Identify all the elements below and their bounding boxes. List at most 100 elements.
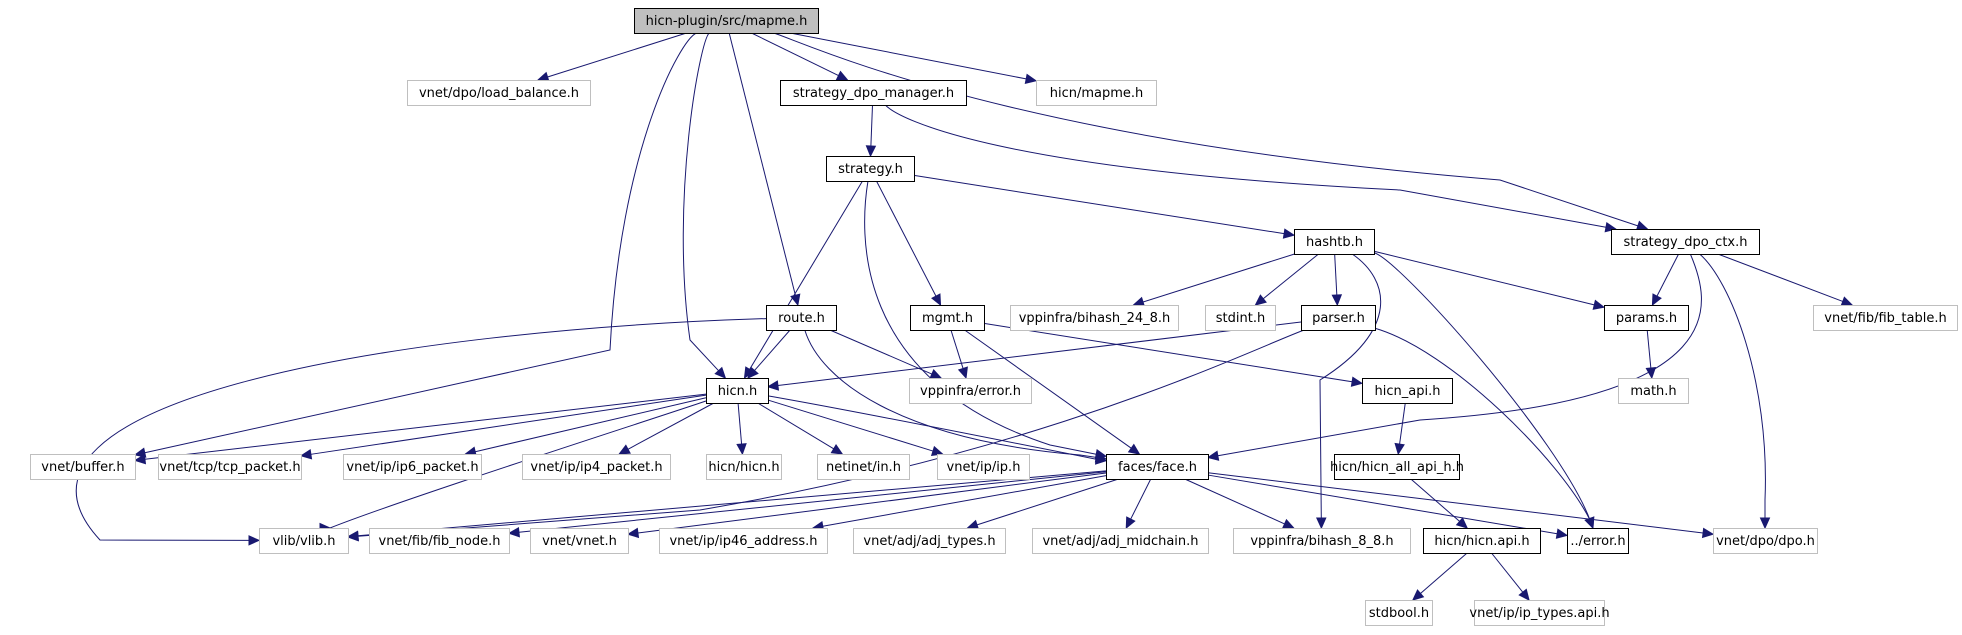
arrowhead-icon <box>1759 517 1771 530</box>
node-label: vppinfra/bihash_24_8.h <box>1019 311 1171 326</box>
graph-node-vpperror: vppinfra/error.h <box>909 378 1032 404</box>
edge-mgmt-to-hicn-api <box>983 322 1364 387</box>
edge-strategy-to-hicn <box>743 180 863 380</box>
edge-line <box>1373 250 1595 306</box>
node-label: vnet/fib/fib_node.h <box>379 534 501 549</box>
graph-node-ip: vnet/ip/ip.h <box>937 454 1030 480</box>
edge-line <box>1656 253 1680 297</box>
node-box <box>817 454 910 480</box>
edge-mapme-to-hicn-mapme <box>790 32 1038 84</box>
node-box <box>530 528 629 554</box>
node-label: vnet/tcp/tcp_packet.h <box>159 460 300 475</box>
arrowhead-icon <box>1316 517 1327 530</box>
graph-node-netinet: netinet/in.h <box>817 454 910 480</box>
graph-node-face[interactable]: faces/face.h <box>1106 454 1209 480</box>
edge-hicn-to-ip <box>767 399 944 456</box>
graph-node-sdm[interactable]: strategy_dpo_manager.h <box>780 80 967 106</box>
graph-node-bihash8: vppinfra/bihash_8_8.h <box>1233 528 1411 554</box>
edge-line <box>950 329 964 369</box>
graph-node-hashtb[interactable]: hashtb.h <box>1294 229 1375 255</box>
arrowhead-icon <box>618 444 631 455</box>
node-label: vppinfra/bihash_8_8.h <box>1250 534 1393 549</box>
node-box <box>826 156 915 182</box>
edge-line <box>1373 252 1591 521</box>
arrowhead-icon <box>299 449 313 460</box>
node-label: vnet/ip/ip4_packet.h <box>530 460 662 475</box>
edge-route-to-vlib <box>75 318 767 546</box>
node-label: params.h <box>1616 311 1677 326</box>
node-box <box>659 528 828 554</box>
edge-line <box>777 321 1302 387</box>
arrowhead-icon <box>1411 589 1425 601</box>
edge-line <box>1420 552 1468 594</box>
edge-line <box>790 32 1027 80</box>
edge-hashtb-to-stdint <box>1254 253 1319 306</box>
arrowhead-icon <box>1125 516 1136 530</box>
edge-line <box>754 329 791 371</box>
node-label: vnet/ip/ip.h <box>947 460 1021 475</box>
edge-line <box>310 394 707 455</box>
node-label: vnet/dpo/dpo.h <box>1716 534 1815 549</box>
graph-node-buffer: vnet/buffer.h <box>30 454 136 480</box>
graph-node-strategy[interactable]: strategy.h <box>826 156 915 182</box>
edge-line <box>876 180 937 297</box>
edge-mgmt-to-face <box>964 329 1141 455</box>
edge-line <box>751 32 839 77</box>
node-box <box>1567 528 1629 554</box>
node-label: hicn/hicn.h <box>708 460 779 475</box>
graph-node-error[interactable]: ../error.h <box>1567 528 1629 554</box>
arrowhead-icon <box>1592 299 1606 310</box>
edge-sdc-to-params <box>1651 253 1680 307</box>
edge-face-to-dpo <box>1207 472 1715 539</box>
node-box <box>1713 528 1818 554</box>
graph-node-hicnapi[interactable]: hicn/hicn.api.h <box>1423 528 1541 554</box>
node-label: ../error.h <box>1570 534 1625 549</box>
node-label: faces/face.h <box>1118 460 1197 475</box>
node-label: netinet/in.h <box>826 460 901 475</box>
node-box <box>1205 305 1276 331</box>
edge-line <box>767 395 1101 461</box>
node-box <box>522 454 671 480</box>
graph-node-route[interactable]: route.h <box>766 305 837 331</box>
graph-node-hicn-api[interactable]: hicn_api.h <box>1362 378 1453 404</box>
edge-line <box>637 472 1107 534</box>
graph-node-allapi[interactable]: hicn/hicn_all_api_h.h <box>1330 454 1464 480</box>
edge-mapme-to-sdm <box>751 32 849 81</box>
edge-line <box>1207 472 1704 534</box>
edge-line <box>518 471 1107 533</box>
node-box <box>1365 600 1433 626</box>
arrowhead-icon <box>790 293 801 307</box>
node-label: vlib/vlib.h <box>272 534 335 549</box>
node-label: hicn_api.h <box>1375 384 1441 399</box>
edge-mapme-to-buffer <box>133 32 697 458</box>
edge-hashtb-to-parser <box>1331 253 1343 307</box>
edge-route-to-vpperror <box>829 329 943 379</box>
arrowhead-icon <box>1645 367 1657 380</box>
edge-parser-to-hicn <box>766 321 1302 391</box>
node-label: vnet/buffer.h <box>41 460 124 475</box>
graph-node-params[interactable]: params.h <box>1604 305 1689 331</box>
node-box <box>1334 454 1460 480</box>
edge-hicn-to-ip6 <box>464 397 707 457</box>
node-box <box>909 378 1032 404</box>
arrowhead-icon <box>1701 527 1715 539</box>
edge-line <box>1130 478 1152 520</box>
node-label: math.h <box>1630 384 1676 399</box>
arrowhead-icon <box>536 71 550 82</box>
node-label: stdbool.h <box>1369 606 1429 621</box>
graph-node-ip-types: vnet/ip/ip_types.api.h <box>1469 600 1610 626</box>
graph-node-mgmt[interactable]: mgmt.h <box>910 305 985 331</box>
edge-line <box>1142 253 1295 303</box>
graph-node-parser[interactable]: parser.h <box>1301 305 1376 331</box>
graph-node-sdc[interactable]: strategy_dpo_ctx.h <box>1611 229 1760 255</box>
edge-face-to-error <box>1207 474 1569 539</box>
graph-node-mapme[interactable]: hicn-plugin/src/mapme.h <box>634 8 819 34</box>
graph-node-dpo: vnet/dpo/dpo.h <box>1713 528 1818 554</box>
edge-line <box>983 322 1353 383</box>
node-label: hicn/hicn.api.h <box>1434 534 1529 549</box>
graph-node-hicn[interactable]: hicn.h <box>706 378 769 404</box>
graph-node-adj-mid: vnet/adj/adj_midchain.h <box>1032 528 1209 554</box>
node-label: hashtb.h <box>1306 235 1363 250</box>
node-box <box>766 305 837 331</box>
edge-line <box>1699 253 1766 518</box>
